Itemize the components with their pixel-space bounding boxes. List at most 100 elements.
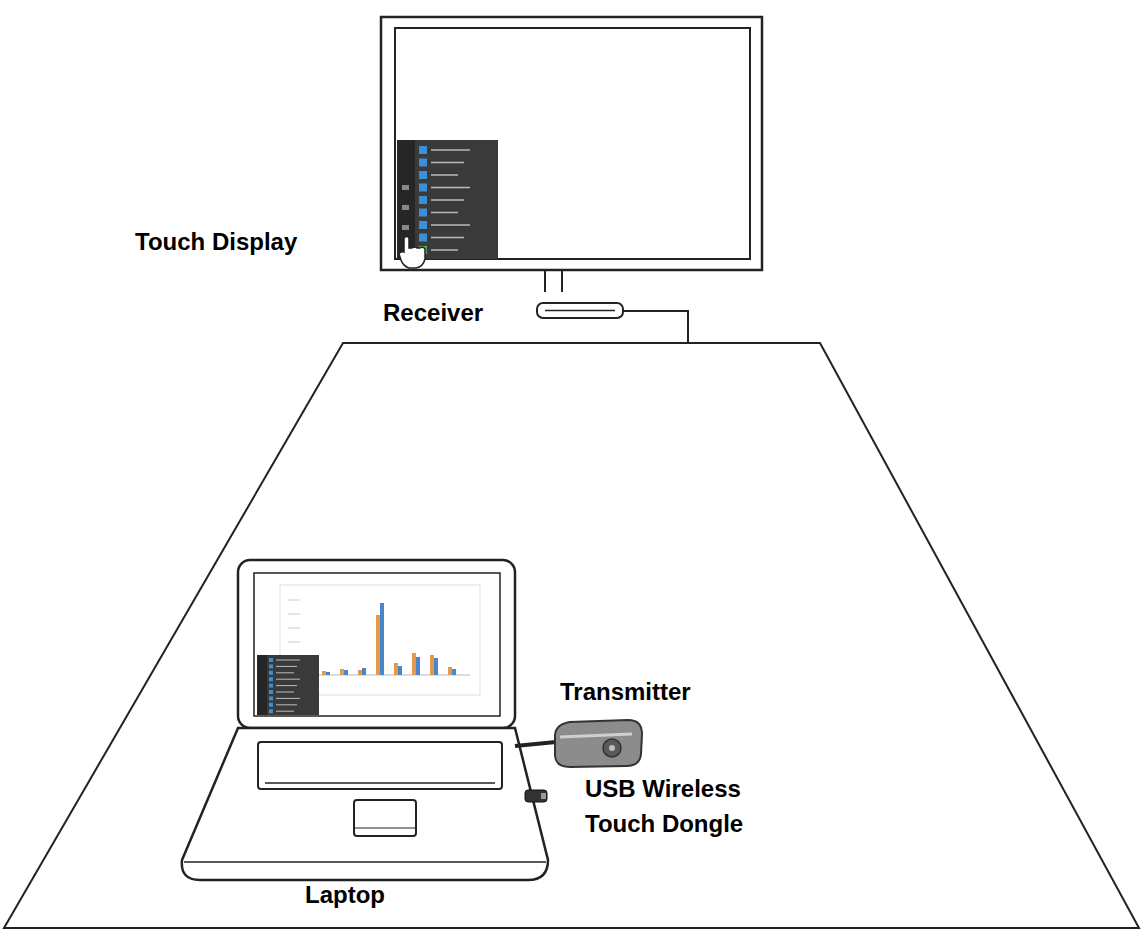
start-menu (397, 140, 498, 259)
start-menu (419, 146, 427, 154)
start-menu (431, 162, 464, 164)
touch-display-monitor (561, 270, 563, 292)
laptop-chart (452, 669, 456, 675)
start-menu (419, 184, 427, 192)
receiver-device (537, 303, 623, 318)
laptop-start-menu (269, 709, 273, 713)
laptop-chart (288, 642, 300, 643)
floor-outline (4, 343, 1139, 928)
laptop-start-menu (276, 679, 300, 680)
touch-display-monitor (381, 17, 762, 270)
laptop (182, 560, 548, 880)
start-menu (419, 209, 427, 217)
laptop-chart (448, 667, 452, 675)
receiver-device (537, 303, 688, 343)
laptop-start-menu (257, 655, 267, 715)
laptop-chart (380, 603, 384, 675)
laptop-start-menu (276, 672, 294, 673)
receiver-device (623, 311, 688, 343)
laptop-chart (288, 600, 300, 601)
laptop-chart (322, 671, 326, 675)
hand-pointer (399, 237, 425, 269)
start-menu (431, 212, 458, 214)
start-menu (431, 237, 464, 239)
laptop-start-menu (269, 658, 273, 662)
laptop-chart (358, 670, 362, 675)
laptop-start-menu (257, 655, 319, 715)
transmitter-device (560, 734, 632, 737)
laptop (354, 800, 416, 836)
transmitter-device (603, 739, 621, 757)
start-menu (419, 171, 427, 179)
touch-display-monitor (395, 28, 750, 259)
start-menu (431, 149, 470, 151)
laptop-chart (362, 668, 366, 675)
laptop-start-menu (269, 696, 273, 700)
start-menu (431, 224, 470, 226)
laptop-chart (394, 663, 398, 675)
usb-dongle (541, 793, 546, 799)
laptop-start-menu (276, 660, 300, 661)
laptop (254, 573, 500, 716)
part-label: Transmitter (560, 674, 760, 709)
laptop-start-menu (276, 698, 300, 699)
laptop-start-menu (269, 658, 300, 713)
laptop-start-menu (276, 711, 294, 712)
start-menu (397, 140, 498, 259)
hand-pointer (399, 237, 425, 269)
laptop-chart (344, 670, 348, 675)
laptop-chart (288, 614, 300, 615)
laptop-chart (288, 628, 300, 629)
laptop-chart (310, 675, 470, 676)
floor-outline (4, 343, 1139, 928)
usb-dongle (525, 790, 547, 802)
transmitter-device (555, 720, 642, 767)
laptop (238, 560, 515, 728)
laptop-start-menu (257, 655, 319, 715)
transmitter-device (515, 742, 556, 746)
touch-display-monitor (381, 17, 762, 292)
touch-display-monitor (544, 270, 546, 292)
laptop-start-menu (269, 703, 273, 707)
laptop-chart (340, 669, 344, 675)
laptop-chart (326, 672, 330, 675)
start-menu (431, 187, 470, 189)
laptop-start-menu (269, 684, 273, 688)
start-menu (419, 159, 427, 167)
start-menu (419, 221, 427, 229)
laptop-start-menu (269, 690, 273, 694)
laptop-start-menu (276, 692, 294, 693)
start-menu (419, 234, 427, 242)
laptop (184, 861, 546, 863)
start-menu (402, 185, 409, 190)
laptop-start-menu (276, 704, 297, 705)
part-label: Receiver (383, 295, 533, 330)
laptop (182, 728, 548, 880)
start-menu (431, 199, 464, 201)
start-menu (402, 225, 409, 230)
laptop-chart (398, 666, 402, 675)
laptop-chart (434, 658, 438, 675)
part-label: Touch Display (135, 224, 375, 259)
usb-dongle (525, 790, 547, 802)
laptop-chart (376, 615, 380, 675)
laptop-chart (412, 653, 416, 675)
transmitter-device (515, 720, 642, 767)
receiver-device (545, 310, 615, 312)
laptop (258, 742, 502, 789)
start-menu (431, 174, 458, 176)
laptop-start-menu (276, 666, 297, 667)
laptop-start-menu (276, 685, 297, 686)
laptop-start-menu (269, 664, 273, 668)
start-menu (431, 249, 458, 251)
laptop-start-menu (269, 677, 273, 681)
laptop (354, 827, 416, 828)
laptop-chart (416, 657, 420, 675)
start-menu (419, 146, 470, 254)
laptop-start-menu (269, 671, 273, 675)
part-label: Laptop (305, 877, 435, 912)
transmitter-device (609, 745, 615, 751)
laptop (265, 782, 495, 784)
start-menu (402, 205, 409, 210)
